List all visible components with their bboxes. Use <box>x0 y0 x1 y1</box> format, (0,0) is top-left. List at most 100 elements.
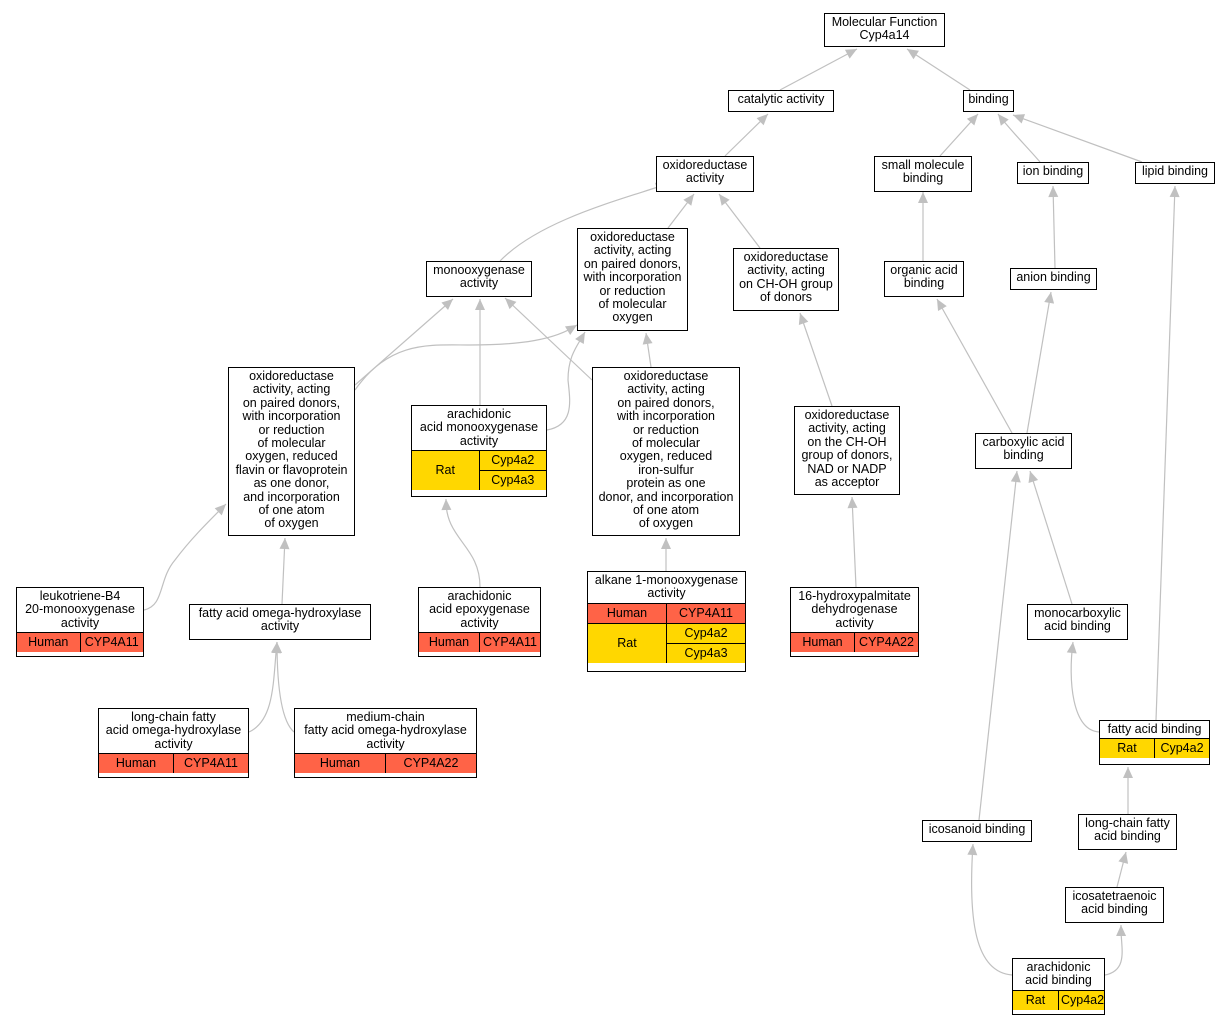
arrowhead-lipid-to-binding <box>1013 114 1026 124</box>
term-label-line: arachidonic <box>447 407 511 421</box>
term-label-line: arachidonic <box>447 589 512 603</box>
arrowhead-binding-to-mf <box>907 49 919 60</box>
edge-hydroxypalmitate-to-ox_nad <box>851 496 857 588</box>
term-label: anion binding <box>1011 269 1096 286</box>
term-icosanoid[interactable]: icosanoid binding <box>922 820 1032 842</box>
species-cell: Human <box>295 753 386 774</box>
gene-cell[interactable]: CYP4A11 <box>666 602 745 624</box>
gene-cell[interactable]: Cyp4a2 <box>1154 738 1209 759</box>
species-cell: Human <box>588 602 667 624</box>
term-label-line: 20-monooxygenase <box>25 602 135 617</box>
term-binding[interactable]: binding <box>963 90 1014 112</box>
term-label-line: activity <box>460 615 499 630</box>
edge-medium_chain-to-fa_omega <box>276 641 295 733</box>
edge-arach_mono-to-ox_paired <box>546 331 586 431</box>
term-label-line: of donors <box>759 290 813 305</box>
gene-cell[interactable]: Cyp4a2 <box>666 622 745 644</box>
term-label-line: on paired donors, <box>242 395 341 410</box>
term-label-line: group of donors, <box>801 448 893 463</box>
gene-cell[interactable]: CYP4A22 <box>385 753 476 774</box>
term-label-line: activity <box>835 615 874 630</box>
term-label-line: icosanoid binding <box>928 822 1026 836</box>
arrowhead-ox_flavin-to-ox_paired <box>564 325 577 335</box>
gene-cell[interactable]: CYP4A11 <box>173 753 248 774</box>
term-anion[interactable]: anion binding <box>1010 268 1097 290</box>
arrowhead-catalytic-to-mf <box>844 49 857 59</box>
arrowhead-medium_chain-to-fa_omega <box>272 642 283 654</box>
arrowhead-ox_iron-to-ox_paired <box>642 333 653 345</box>
species-cell: Rat <box>412 450 479 491</box>
gene-cell[interactable]: Cyp4a2 <box>1058 989 1104 1010</box>
term-label-line: acid binding <box>1044 619 1111 634</box>
gene-cell[interactable]: Cyp4a3 <box>666 642 745 663</box>
term-label-line: dehydrogenase <box>811 602 898 617</box>
edge-anion-to-ion <box>1052 185 1056 269</box>
term-label-line: binding <box>968 92 1009 106</box>
species-cell: Human <box>17 632 80 653</box>
gene-cell[interactable]: CYP4A11 <box>479 632 540 653</box>
species-cell: Human <box>419 632 480 653</box>
term-ion[interactable]: ion binding <box>1017 162 1089 184</box>
arrowhead-arach_mono-to-ox_paired <box>575 332 585 345</box>
term-lipid[interactable]: lipid binding <box>1135 162 1215 184</box>
term-catalytic[interactable]: catalytic activity <box>728 90 834 112</box>
term-label-line: activity <box>459 276 499 291</box>
term-label-line: activity, acting <box>593 243 672 258</box>
arrowhead-ox_iron-to-monooxygenase <box>505 298 517 310</box>
gene-cell[interactable]: CYP4A22 <box>854 632 918 653</box>
edge-fa_binding-to-monocarboxylic <box>1070 641 1100 733</box>
term-label-line: on the CH-OH <box>807 434 887 449</box>
term-label-line: oxidoreductase <box>249 369 334 383</box>
gene-cell[interactable]: Cyp4a3 <box>478 470 546 491</box>
arrowhead-oxidoreductase-to-catalytic <box>756 114 768 126</box>
gene-cell[interactable]: CYP4A11 <box>79 632 143 653</box>
gene-cell[interactable]: Cyp4a2 <box>478 450 546 471</box>
term-label-line: fatty acid omega-hydroxylase <box>198 606 362 620</box>
annotation-row: Cyp4a3 <box>588 642 745 663</box>
term-label-line: acid monooxygenase <box>419 420 539 435</box>
